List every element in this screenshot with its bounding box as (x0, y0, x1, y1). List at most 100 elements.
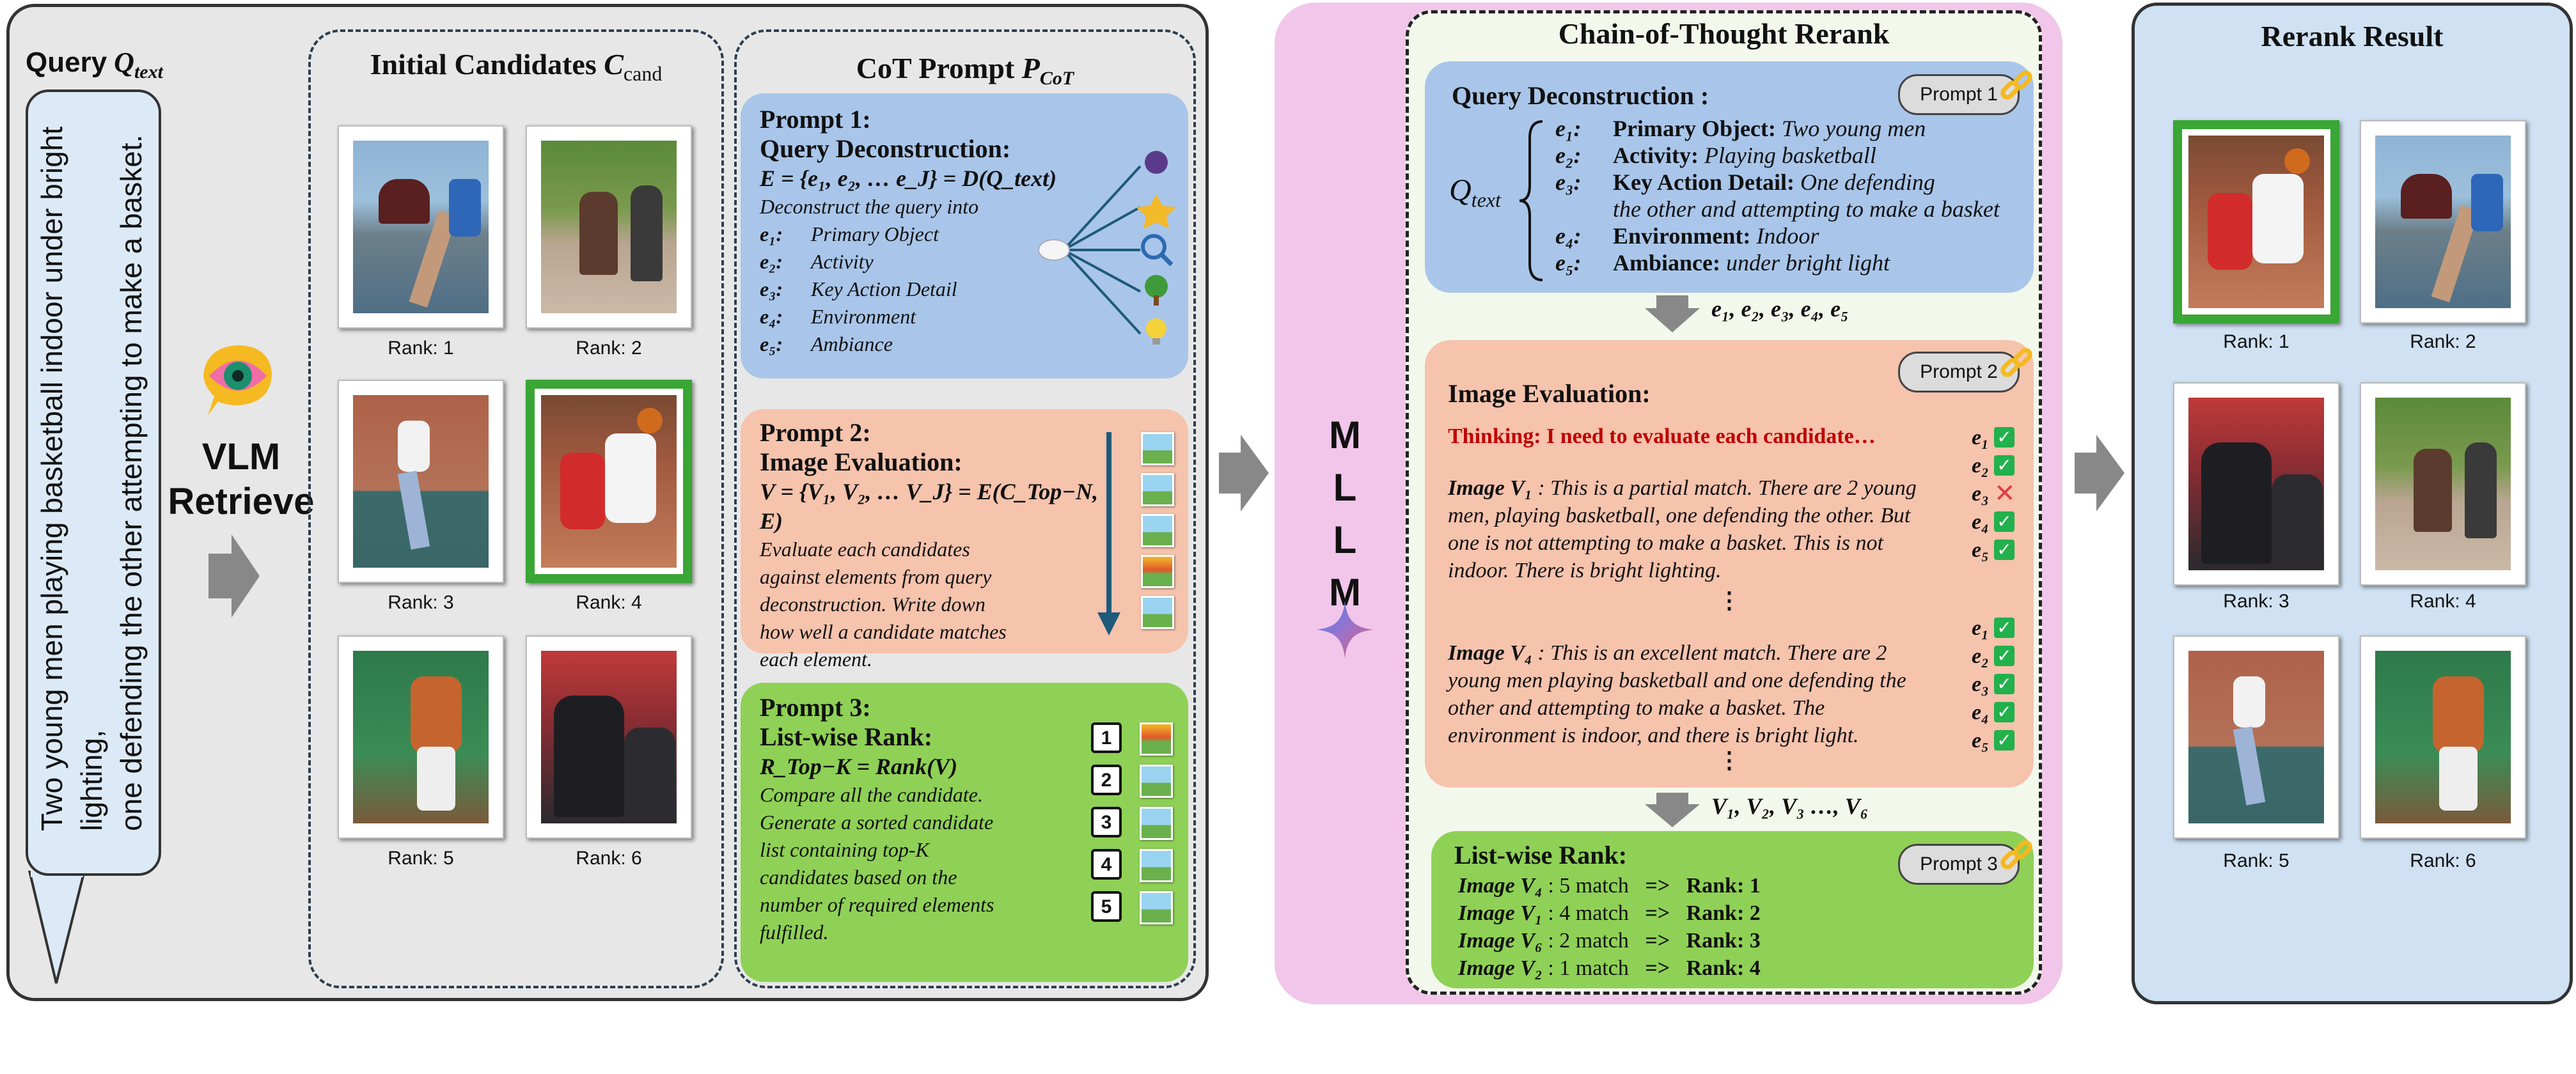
ellipsis: ⋮ (1718, 747, 1741, 773)
check-icon: ✓ (1994, 511, 2014, 532)
rank-number-1: 1 (1091, 722, 1122, 753)
arrow-right-icon (2075, 435, 2124, 511)
prompt-1-tag: Prompt 1 (1898, 74, 2020, 115)
rerank-image-evaluation-box (1425, 340, 2034, 788)
result-rank-label: Rank: 3 (2223, 591, 2289, 612)
query-variable: Qtext (1449, 173, 1501, 212)
query-deconstruction-title: Query Deconstruction : (1452, 81, 1709, 110)
check-icon: ✓ (1994, 702, 2014, 722)
image-icon (1141, 432, 1174, 465)
sparkle-icon (1316, 601, 1374, 658)
candidate-rank-label: Rank: 6 (576, 848, 642, 869)
candidate-rank-label: Rank: 4 (576, 592, 642, 613)
image-icon (1140, 722, 1173, 756)
prompt-1-box (741, 93, 1188, 378)
result-image-3 (2173, 382, 2339, 586)
left-brace (1519, 120, 1543, 281)
initial-candidates-box (308, 29, 724, 988)
prompt-2-content: Prompt 2: Image Evaluation: V = {V₁, V₂,… (760, 418, 1118, 673)
element-label: e₂ (1972, 644, 1989, 668)
candidates-title: Initial Candidates Ccand (370, 48, 663, 86)
element-label: e₂ (1972, 454, 1989, 478)
check-icon: ✓ (1994, 646, 2014, 666)
link-icon (2000, 348, 2032, 377)
link-icon (2000, 70, 2032, 100)
check-icon: ✓ (1994, 427, 2014, 447)
element-label: e₁ (1972, 616, 1989, 640)
elements-flow-label: e₁, e₂, e₃, e₄, e₅ (1711, 296, 1849, 322)
element-label: e₃ (1972, 482, 1989, 506)
result-rank-label: Rank: 6 (2410, 850, 2476, 871)
vlm-retrieve-label: VLM Retrieve (168, 436, 315, 522)
check-icon: ✓ (1994, 674, 2014, 694)
check-icon: ✓ (1994, 730, 2014, 751)
image-icon (1140, 891, 1173, 924)
image-icon (1141, 596, 1174, 629)
image-icon (1140, 807, 1173, 840)
query-bubble-tail (27, 871, 86, 984)
mllm-label: M L L M (1329, 414, 1361, 614)
listwise-rank-title: List-wise Rank: (1454, 841, 1628, 869)
eye-icon (203, 345, 272, 416)
image-icon (1140, 765, 1173, 798)
prompt-3-formula: R_Top−K = Rank(V) (760, 754, 958, 779)
candidate-image-6 (526, 635, 692, 839)
image-v4-evaluation: Image V₄ : This is an excellent match. T… (1448, 641, 1906, 747)
rank-number-4: 4 (1091, 849, 1122, 880)
arrow-down-icon (1645, 295, 1700, 332)
rank-number-3: 3 (1091, 807, 1122, 837)
prompt-1-formula: E = {e₁, e₂, … e_J} = D(Q_text) (760, 166, 1057, 191)
rerank-result-title: Rerank Result (2261, 20, 2444, 52)
ellipsis: ⋮ (1718, 588, 1741, 613)
link-icon (2000, 840, 2032, 869)
image-evaluation-title: Image Evaluation: (1448, 379, 1651, 408)
result-image-6 (2360, 635, 2526, 839)
candidate-rank-label: Rank: 1 (388, 338, 454, 359)
cot-title: CoT Prompt PCoT (856, 52, 1074, 90)
element-label: e₄ (1972, 510, 1989, 534)
candidate-rank-label: Rank: 3 (388, 592, 454, 613)
element-label: e₅ (1972, 729, 1989, 752)
thinking-text: Thinking: I need to evaluate each candid… (1448, 424, 1876, 448)
query-bubble (26, 90, 161, 876)
result-image-4 (2360, 382, 2526, 586)
rank-number-5: 5 (1091, 891, 1122, 922)
arrow-down-icon (1645, 793, 1700, 827)
deconstruction-fan-diagram (1038, 151, 1177, 345)
candidate-image-3 (338, 380, 504, 583)
result-image-1-highlighted (2173, 120, 2339, 323)
candidate-rank-label: Rank: 2 (576, 338, 642, 359)
evaluations-flow-label: V₁, V₂, V₃ …, V₆ (1711, 793, 1869, 819)
rank-number-2: 2 (1091, 765, 1122, 795)
result-image-5 (2173, 635, 2339, 839)
cot-prompt-box (734, 29, 1196, 988)
rerank-title: Chain-of-Thought Rerank (1558, 17, 1890, 50)
image-icon (1140, 849, 1173, 882)
image-v1-evaluation: Image V₁ : This is a partial match. Ther… (1448, 476, 1917, 582)
element-label: e₃ (1972, 673, 1989, 696)
check-icon: ✓ (1994, 455, 2014, 476)
check-icon: ✓ (1994, 618, 2014, 638)
evaluation-down-arrow (1097, 432, 1120, 635)
element-label: e₁ (1972, 426, 1989, 449)
check-icon: ✓ (1994, 540, 2014, 560)
element-label: e₄ (1972, 701, 1989, 724)
candidate-image-1 (338, 125, 504, 329)
prompt-3-content: Prompt 3: List-wise Rank: R_Top−K = Rank… (760, 693, 1092, 946)
candidate-image-4-highlighted (526, 380, 692, 583)
query-elements-list: e₁:Primary Object: Two young men e₂:Acti… (1555, 116, 2000, 276)
query-text: Two young men playing basketball indoor … (35, 126, 148, 831)
result-rank-label: Rank: 5 (2223, 850, 2289, 871)
candidate-image-5 (338, 635, 504, 839)
arrow-right-icon (208, 534, 260, 618)
listwise-rank-rows: Image V₄ : 5 match => Rank: 1 Image V₁ :… (1458, 874, 1761, 980)
result-rank-label: Rank: 2 (2410, 331, 2476, 352)
query-title: Query Qtext (26, 47, 163, 82)
image-icon (1141, 555, 1174, 588)
prompt-1-content: Prompt 1: Query Deconstruction: E = {e₁,… (760, 105, 1092, 358)
result-image-2 (2360, 120, 2526, 323)
candidate-image-2 (526, 125, 692, 329)
arrow-right-icon (1219, 435, 1269, 511)
result-rank-label: Rank: 1 (2223, 331, 2289, 352)
image-icon (1141, 473, 1174, 506)
